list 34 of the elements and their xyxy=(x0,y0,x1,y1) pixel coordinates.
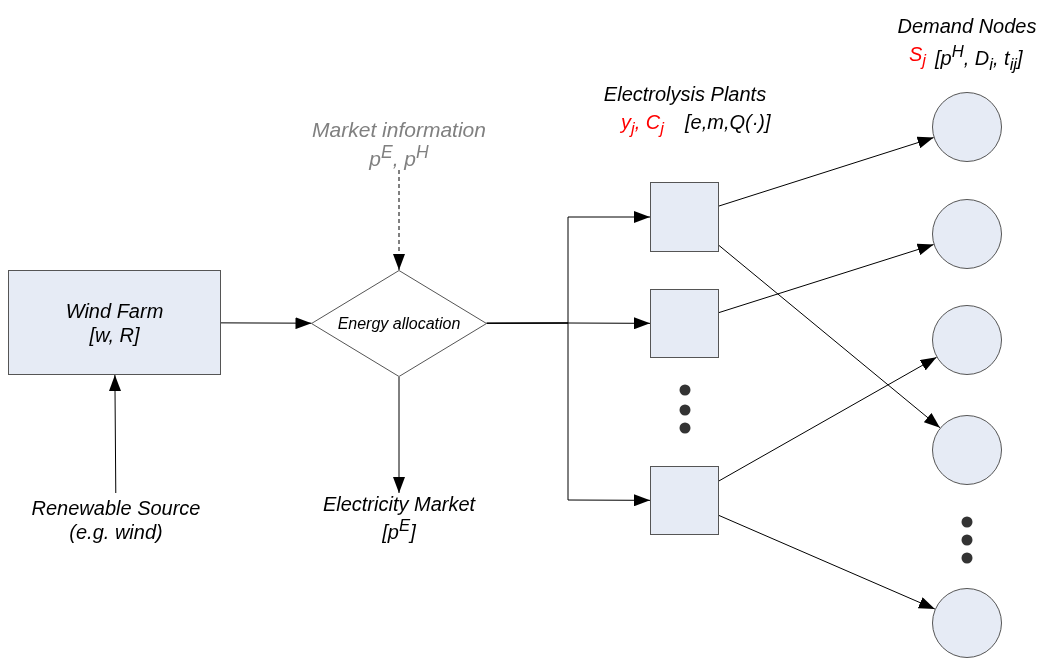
node-title: Electricity Market xyxy=(322,492,476,517)
demand-circle xyxy=(932,92,1002,162)
arrow xyxy=(718,136,935,207)
arrow xyxy=(718,244,941,429)
parameter-label: [e,m,Q(·)] xyxy=(685,110,771,134)
node-title: Market information xyxy=(312,116,486,142)
arrow xyxy=(718,243,935,314)
variable-label: S$_{j}$ xyxy=(909,42,927,71)
node-parameters: [w, R] xyxy=(89,322,140,347)
plant-square xyxy=(650,466,719,535)
demand-circle xyxy=(932,305,1002,375)
arrow xyxy=(109,374,121,494)
node-parameters: [p$^{E}$] xyxy=(382,516,416,544)
demand-circle xyxy=(932,588,1002,658)
node-title: Renewable Source (e.g. wind) xyxy=(30,496,202,544)
plant-square xyxy=(650,182,719,252)
arrow xyxy=(718,356,938,482)
parameter-label: [p$^{H}$, D$_{i}$, t$_{ij}$] xyxy=(935,42,1023,75)
node-title: Wind Farm xyxy=(65,298,164,323)
arrow xyxy=(718,514,936,610)
variable-label: y$_{j}$, C$_{j}$ xyxy=(621,110,664,139)
process-box xyxy=(8,270,221,375)
arrow xyxy=(220,317,312,330)
decision-diamond xyxy=(311,270,487,377)
demand-circle xyxy=(932,199,1002,269)
column-heading: Demand Nodes xyxy=(897,14,1037,38)
plant-square xyxy=(650,289,719,358)
node-title: Energy allocation xyxy=(337,313,461,334)
column-heading: Electrolysis Plants xyxy=(603,82,767,106)
arrow xyxy=(393,169,405,271)
demand-circle xyxy=(932,415,1002,485)
node-parameters: p$^{E}$, p$^{H}$ xyxy=(369,142,429,172)
arrow xyxy=(393,376,405,494)
arrow xyxy=(486,322,651,507)
